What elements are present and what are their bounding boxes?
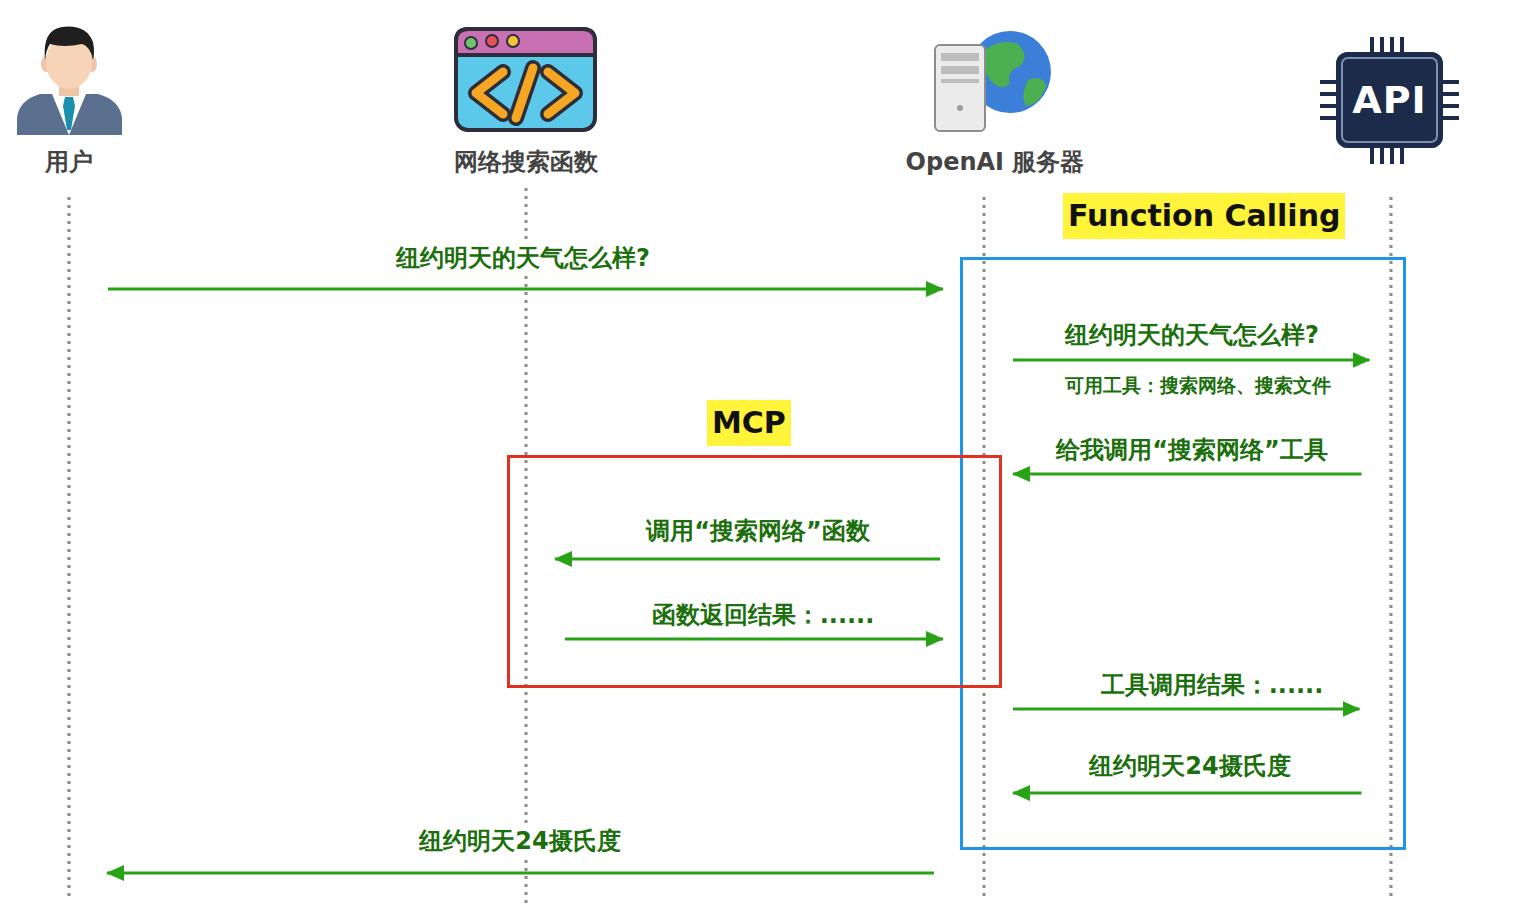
chip-pin bbox=[1441, 116, 1459, 120]
code-symbol bbox=[476, 68, 575, 118]
actor-label: 用户 bbox=[45, 148, 93, 176]
server-slot bbox=[941, 53, 979, 61]
chip-pin bbox=[1441, 104, 1459, 108]
note-label: 可用工具：搜索网络、搜索文件 bbox=[1061, 373, 1335, 399]
window-dot bbox=[486, 35, 498, 47]
user-icon bbox=[17, 27, 122, 135]
lifeline bbox=[525, 188, 528, 905]
globe-land bbox=[983, 42, 1024, 87]
actor-label: 网络搜索函数 bbox=[454, 148, 598, 176]
lifelines bbox=[69, 188, 1391, 905]
frame-heading: Function Calling bbox=[1063, 193, 1345, 239]
server-light bbox=[957, 105, 963, 111]
lifeline bbox=[1390, 197, 1393, 900]
message-label: 调用“搜索网络”函数 bbox=[642, 515, 874, 547]
message-label: 纽约明天的天气怎么样? bbox=[392, 242, 654, 274]
window-dot bbox=[465, 37, 477, 49]
actor-user: 用户 bbox=[45, 25, 93, 176]
message-arrow bbox=[1013, 473, 1362, 476]
chip-pin bbox=[1441, 80, 1459, 84]
chip-pin bbox=[1441, 92, 1459, 96]
message-arrow bbox=[107, 872, 934, 875]
server-icon bbox=[935, 31, 1051, 131]
message-label: 函数返回结果：...... bbox=[648, 599, 879, 631]
chip-pins bbox=[1320, 37, 1459, 164]
code-symbol-outline bbox=[548, 72, 575, 114]
code-symbol-part bbox=[516, 68, 533, 118]
message-label: 工具调用结果：...... bbox=[1097, 669, 1328, 701]
code-symbol-outline bbox=[516, 68, 533, 118]
window-dot bbox=[507, 35, 519, 47]
message-label: 纽约明天24摄氏度 bbox=[1085, 750, 1294, 782]
globe-land bbox=[1023, 78, 1046, 106]
lifeline bbox=[68, 197, 71, 900]
chip-label: API bbox=[1352, 78, 1426, 122]
chip-pin bbox=[1370, 146, 1374, 164]
message-label: 给我调用“搜索网络”工具 bbox=[1052, 434, 1332, 466]
actor-label: OpenAI 服务器 bbox=[906, 148, 1085, 176]
chip-pin bbox=[1390, 146, 1394, 164]
lifeline bbox=[983, 197, 986, 900]
server-slot bbox=[941, 79, 979, 83]
mcp-frame: MCP bbox=[507, 455, 1002, 688]
actor-server: OpenAI 服务器 bbox=[906, 25, 1085, 176]
frame-heading: MCP bbox=[707, 400, 791, 446]
hair bbox=[45, 27, 94, 60]
message-arrow bbox=[1013, 792, 1362, 795]
message-arrow bbox=[1013, 359, 1370, 362]
message-arrow bbox=[108, 288, 943, 291]
tie bbox=[63, 97, 75, 130]
api-chip: API bbox=[1336, 52, 1443, 148]
chip-pin bbox=[1400, 146, 1404, 164]
suit bbox=[17, 94, 122, 135]
title-bar bbox=[456, 29, 595, 55]
actor-function: 网络搜索函数 bbox=[454, 25, 598, 176]
code-symbol-part bbox=[548, 72, 575, 114]
message-arrow bbox=[1013, 708, 1360, 711]
message-arrow bbox=[555, 558, 940, 561]
server-tower bbox=[935, 45, 985, 131]
server-slot bbox=[941, 66, 979, 74]
chip-pin bbox=[1380, 146, 1384, 164]
message-label: 纽约明天的天气怎么样? bbox=[1061, 319, 1323, 351]
window bbox=[456, 29, 595, 130]
message-label: 纽约明天24摄氏度 bbox=[415, 825, 624, 857]
shirt bbox=[52, 94, 86, 135]
code-window-icon bbox=[456, 29, 595, 130]
code-symbol-part bbox=[476, 72, 503, 114]
message-arrow bbox=[565, 638, 943, 641]
code-symbol-outline bbox=[476, 72, 503, 114]
